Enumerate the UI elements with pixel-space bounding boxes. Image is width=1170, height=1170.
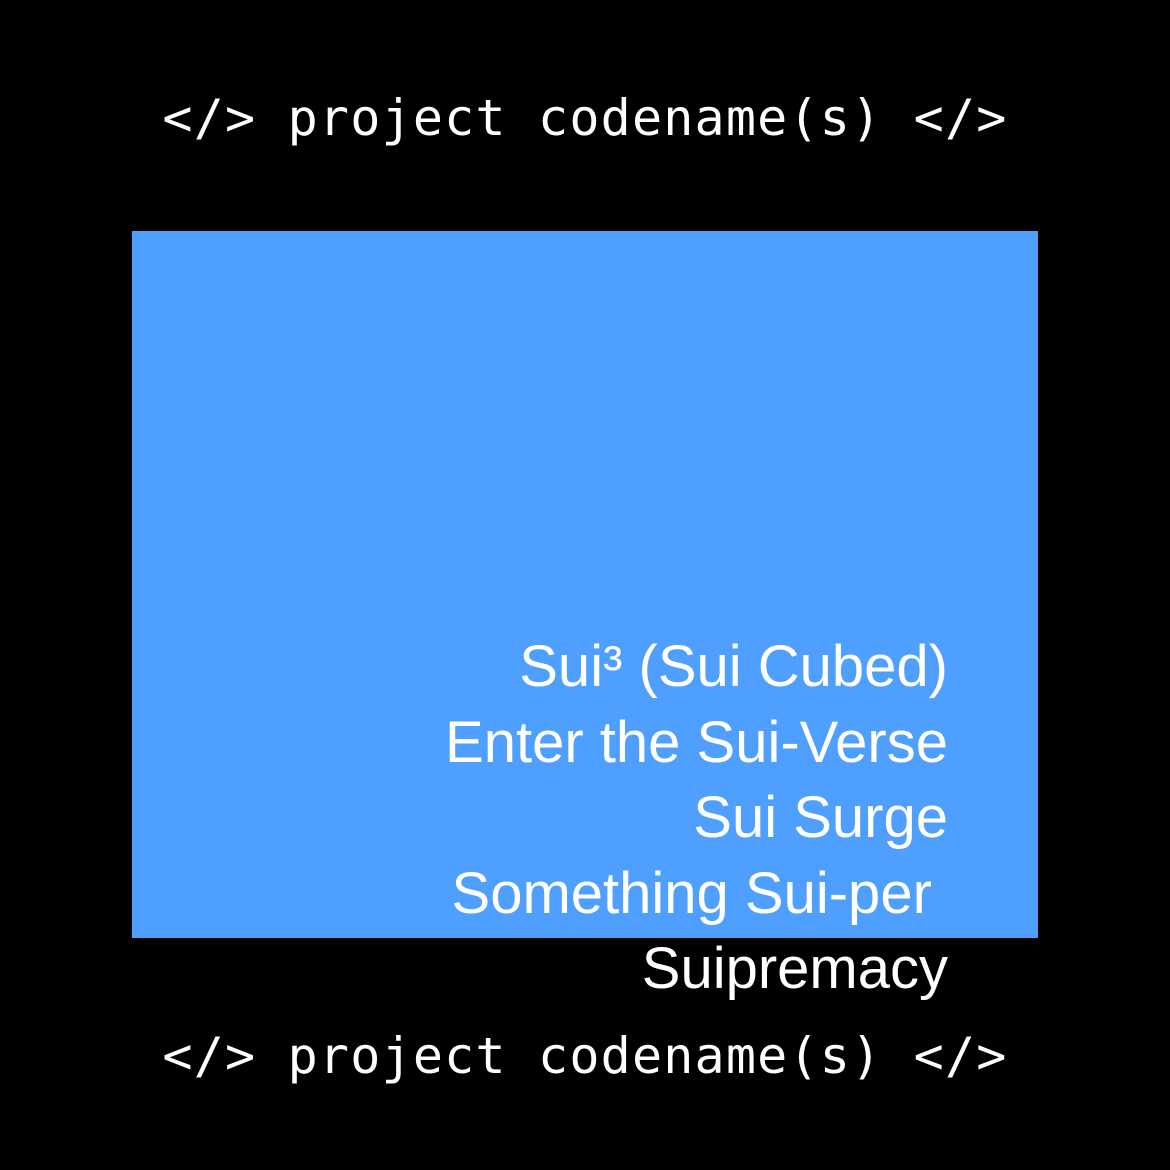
codename-list: Sui³ (Sui Cubed) Enter the Sui-Verse Sui… xyxy=(445,629,948,1007)
codename-item: Enter the Sui-Verse xyxy=(445,709,948,775)
codename-item: Sui³ (Sui Cubed) xyxy=(519,634,948,699)
bottom-title: </> project codename(s) </> xyxy=(162,1027,1008,1085)
top-title: </> project codename(s) </> xyxy=(162,89,1008,147)
codename-item: Something Sui-per xyxy=(451,860,948,926)
codename-panel: Sui³ (Sui Cubed) Enter the Sui-Verse Sui… xyxy=(132,231,1038,1001)
codename-item: Suipremacy xyxy=(641,936,948,1001)
codename-item: Sui Surge xyxy=(693,785,948,850)
